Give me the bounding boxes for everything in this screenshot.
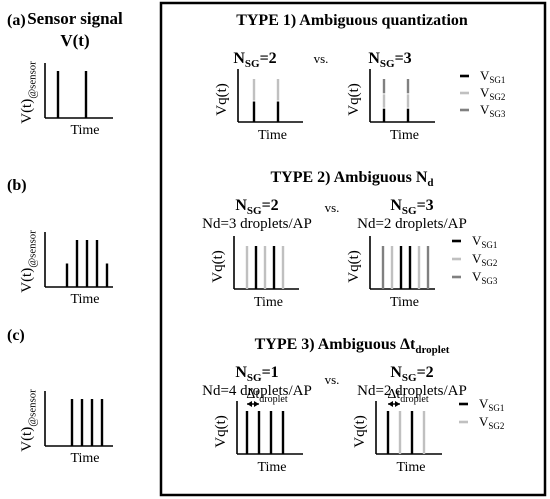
type3-left-dt-arrowhead-right xyxy=(254,401,259,407)
panel-label-a: (a) xyxy=(7,12,26,29)
type3-right-dt-label: Δtdroplet xyxy=(387,387,428,405)
sensor-panel-ylabel: V(t)@sensor xyxy=(19,61,39,124)
type2-left-ylabel: Vq(t) xyxy=(210,250,226,283)
type1-legend-label: VSG3 xyxy=(480,102,506,119)
types-frame xyxy=(159,1,547,497)
type3-right-nd: Nd=2 droplets/AP xyxy=(357,383,467,399)
type3-left-dt-arrowhead-left xyxy=(247,401,252,407)
type3-left-nd: Nd=4 droplets/AP xyxy=(202,383,312,399)
type2-title: TYPE 2) Ambiguous Nd xyxy=(270,169,433,189)
type1-legend-label: VSG2 xyxy=(480,85,505,102)
sensor-panel-ylabel: V(t)@sensor xyxy=(19,230,39,293)
panel-label-b: (b) xyxy=(7,177,27,194)
type1-title: TYPE 1) Ambiguous quantization xyxy=(236,12,468,29)
type2-vs: vs. xyxy=(325,200,340,215)
type1-left-xlabel: Time xyxy=(258,128,287,143)
type1-legend-label: VSG1 xyxy=(480,68,505,85)
sensor-panel-xlabel: Time xyxy=(70,292,99,307)
sensor-signal-symbol: V(t) xyxy=(60,31,89,50)
type3-left-xlabel: Time xyxy=(257,460,286,475)
type3-right-ylabel: Vq(t) xyxy=(352,415,368,448)
type1-left-ylabel: Vq(t) xyxy=(214,83,230,116)
type3-right-xlabel: Time xyxy=(396,460,425,475)
type1-right-nsg: NSG=3 xyxy=(368,50,411,70)
type2-left-nd: Nd=3 droplets/AP xyxy=(202,216,312,232)
type2-left-xlabel: Time xyxy=(254,295,283,310)
type1-right-xlabel: Time xyxy=(390,128,419,143)
type2-left-nsg: NSG=2 xyxy=(235,197,278,217)
type3-left-ylabel: Vq(t) xyxy=(213,415,229,448)
type3-legend-label: VSG2 xyxy=(479,414,504,431)
sensor-panel-ylabel: V(t)@sensor xyxy=(19,389,39,452)
type1-right-ylabel: Vq(t) xyxy=(346,83,362,116)
type3-left-nsg: NSG=1 xyxy=(235,364,278,384)
type3-legend-label: VSG1 xyxy=(479,396,504,413)
type2-right-xlabel: Time xyxy=(390,295,419,310)
type3-vs: vs. xyxy=(325,372,340,387)
sensor-signal-title: Sensor signal xyxy=(27,9,123,28)
type2-right-nsg: NSG=3 xyxy=(390,197,433,217)
type2-legend-label: VSG1 xyxy=(472,233,497,250)
sensor-panel-xlabel: Time xyxy=(70,451,99,466)
type2-right-nd: Nd=2 droplets/AP xyxy=(357,216,467,232)
type3-left-dt-label: Δtdroplet xyxy=(246,387,287,405)
sensor-panel-xlabel: Time xyxy=(70,123,99,138)
panel-label-c: (c) xyxy=(7,327,25,344)
type2-legend-label: VSG3 xyxy=(472,269,498,286)
type2-legend-label: VSG2 xyxy=(472,251,497,268)
type3-right-nsg: NSG=2 xyxy=(390,364,433,384)
type1-left-nsg: NSG=2 xyxy=(233,50,276,70)
type3-right-dt-arrowhead-left xyxy=(388,401,393,407)
type1-vs: vs. xyxy=(314,51,329,66)
type2-right-ylabel: Vq(t) xyxy=(346,250,362,283)
type3-right-dt-arrowhead-right xyxy=(395,401,400,407)
type3-title: TYPE 3) Ambiguous Δtdroplet xyxy=(255,336,450,356)
